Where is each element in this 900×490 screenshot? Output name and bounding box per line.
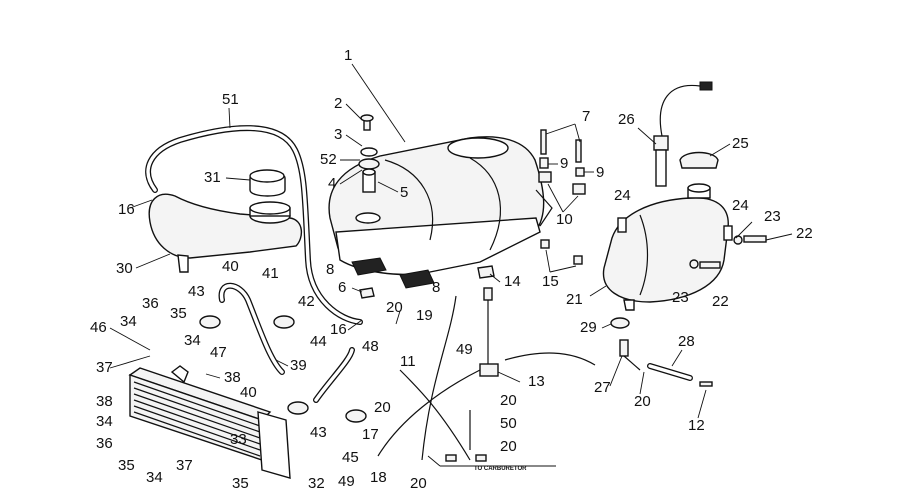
fuel-petcock xyxy=(479,287,499,377)
label-1: 1 xyxy=(344,47,352,64)
label-22a: 22 xyxy=(796,225,813,242)
label-34b: 34 xyxy=(184,332,201,349)
label-2: 2 xyxy=(334,95,342,112)
label-10: 10 xyxy=(556,211,573,228)
label-32: 32 xyxy=(308,475,325,490)
label-47: 47 xyxy=(210,344,227,361)
expansion-tank xyxy=(602,183,733,311)
oil-tank xyxy=(148,169,303,273)
label-7: 7 xyxy=(582,108,590,125)
label-26: 26 xyxy=(618,111,635,128)
label-41: 41 xyxy=(262,265,279,282)
label-20a: 20 xyxy=(386,299,403,316)
label-49b: 49 xyxy=(338,473,355,490)
label-35a: 35 xyxy=(170,305,187,322)
coolant-hoses xyxy=(218,282,596,461)
label-6: 6 xyxy=(338,279,346,296)
label-20e: 20 xyxy=(410,475,427,490)
label-39: 39 xyxy=(290,357,307,374)
label-33: 33 xyxy=(230,431,247,448)
level-sensor xyxy=(653,81,719,187)
radiator xyxy=(128,365,291,479)
label-11: 11 xyxy=(400,353,416,370)
label-34a: 34 xyxy=(120,313,137,330)
label-27: 27 xyxy=(594,379,611,396)
fuel-tank xyxy=(328,136,553,276)
label-49a: 49 xyxy=(456,341,473,358)
label-13: 13 xyxy=(528,373,545,390)
label-36b: 36 xyxy=(96,435,113,452)
label-35b: 35 xyxy=(118,457,135,474)
label-40b: 40 xyxy=(240,384,257,401)
label-37a: 37 xyxy=(96,359,113,376)
label-38a: 38 xyxy=(224,369,241,386)
label-8b: 8 xyxy=(432,279,440,296)
label-12: 12 xyxy=(688,417,705,434)
label-51: 51 xyxy=(222,91,239,108)
hose-clamps xyxy=(199,315,487,462)
label-50: 50 xyxy=(500,415,517,432)
label-28: 28 xyxy=(678,333,695,350)
label-40: 40 xyxy=(222,258,239,275)
tank-screws xyxy=(610,235,767,329)
label-19: 19 xyxy=(416,307,433,324)
label-35c: 35 xyxy=(232,475,249,490)
label-20c: 20 xyxy=(500,392,517,409)
label-4: 4 xyxy=(328,175,336,192)
label-8a: 8 xyxy=(326,261,334,278)
leader-lines xyxy=(109,63,793,467)
label-36a: 36 xyxy=(142,295,159,312)
label-34c: 34 xyxy=(96,413,113,430)
label-21: 21 xyxy=(566,291,583,308)
part-labels: 1 2 3 52 4 5 51 31 16 30 40 8 8 6 14 20 … xyxy=(90,47,813,490)
label-43b: 43 xyxy=(310,424,327,441)
label-16: 16 xyxy=(118,201,135,218)
label-9b: 9 xyxy=(596,164,604,181)
label-38b: 38 xyxy=(96,393,113,410)
label-48: 48 xyxy=(362,338,379,355)
label-17: 17 xyxy=(362,426,379,443)
label-18: 18 xyxy=(370,469,387,486)
fuel-filters xyxy=(351,257,495,299)
label-14: 14 xyxy=(504,273,521,290)
overflow-fittings xyxy=(619,339,713,387)
label-16b: 16 xyxy=(330,321,347,338)
fuel-cap-parts xyxy=(358,114,380,193)
label-20f: 20 xyxy=(500,438,517,455)
label-30: 30 xyxy=(116,260,133,277)
mount-bolts xyxy=(538,129,586,265)
label-46: 46 xyxy=(90,319,107,336)
label-52: 52 xyxy=(320,151,337,168)
label-24b: 24 xyxy=(732,197,749,214)
label-20b: 20 xyxy=(374,399,391,416)
label-34d: 34 xyxy=(146,469,163,486)
label-23a: 23 xyxy=(764,208,781,225)
label-25: 25 xyxy=(732,135,749,152)
label-22b: 22 xyxy=(712,293,729,310)
label-43a: 43 xyxy=(188,283,205,300)
label-45: 45 xyxy=(342,449,359,466)
label-15: 15 xyxy=(542,273,559,290)
label-20d: 20 xyxy=(634,393,651,410)
label-5: 5 xyxy=(400,184,408,201)
label-44: 44 xyxy=(310,333,327,350)
label-24a: 24 xyxy=(614,187,631,204)
to-carburetor-note: TO CARBURETOR xyxy=(474,466,527,472)
label-23b: 23 xyxy=(672,289,689,306)
label-42: 42 xyxy=(298,293,315,310)
label-9a: 9 xyxy=(560,155,568,172)
label-3: 3 xyxy=(334,126,342,143)
label-29: 29 xyxy=(580,319,597,336)
label-37b: 37 xyxy=(176,457,193,474)
label-31: 31 xyxy=(204,169,221,186)
